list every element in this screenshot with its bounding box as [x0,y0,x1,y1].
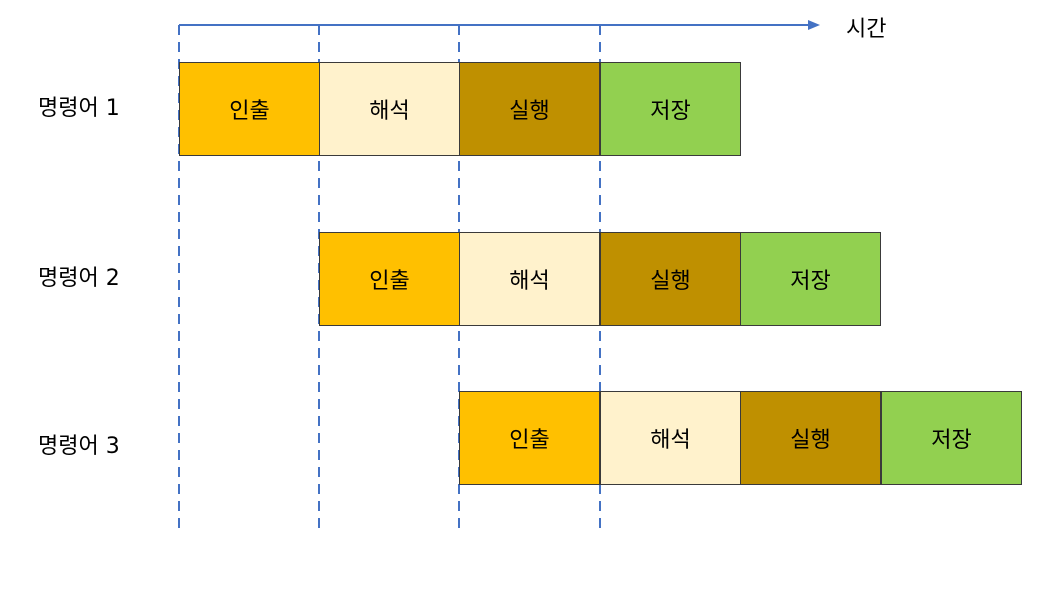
instr3-fetch-stage: 인출 [459,391,600,485]
instr1-execute-stage: 실행 [459,62,600,156]
instr2-execute-stage: 실행 [600,232,741,326]
instruction-label-3: 명령어 3 [38,434,120,459]
instr1-decode-stage: 해석 [319,62,460,156]
instr1-fetch-stage: 인출 [179,62,320,156]
time-axis-arrowhead [808,20,820,30]
instr2-store-stage: 저장 [740,232,881,326]
instr3-store-stage: 저장 [881,391,1022,485]
instr2-decode-stage: 해석 [459,232,600,326]
instr3-decode-stage: 해석 [600,391,741,485]
instruction-label-1: 명령어 1 [38,96,120,121]
time-axis-label: 시간 [846,17,887,42]
instr1-store-stage: 저장 [600,62,741,156]
instr3-execute-stage: 실행 [740,391,881,485]
instr2-fetch-stage: 인출 [319,232,460,326]
instruction-label-2: 명령어 2 [38,266,120,291]
